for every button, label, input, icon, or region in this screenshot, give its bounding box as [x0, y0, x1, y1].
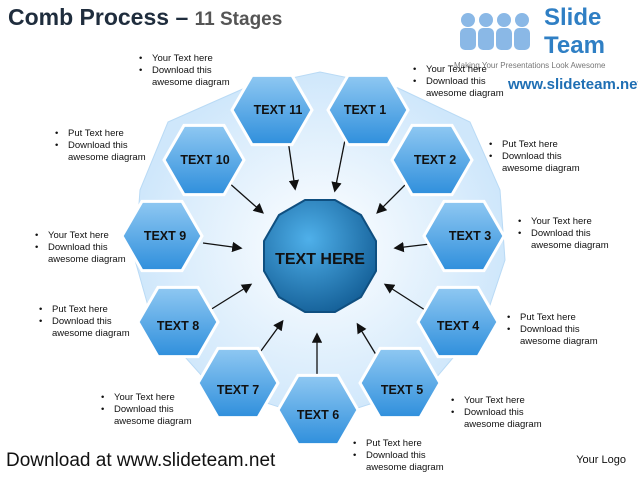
- arrow-text-5: [356, 322, 379, 359]
- logo-site-link[interactable]: www.slideteam.net: [508, 76, 638, 93]
- hexagon-label-text-3: TEXT 3: [449, 229, 491, 243]
- hexagon-label-text-10: TEXT 10: [180, 153, 229, 167]
- note-text9: Your Text here Download this awesome dia…: [34, 230, 126, 266]
- arrow-text-8: [209, 283, 253, 311]
- hexagon-label-text-4: TEXT 4: [437, 319, 479, 333]
- download-footer[interactable]: Download at www.slideteam.net: [6, 450, 276, 471]
- hexagon-text-10[interactable]: [162, 123, 246, 197]
- arrow-text-4: [383, 283, 426, 311]
- arrow-text-10: [227, 181, 264, 214]
- hexagon-label-text-7: TEXT 7: [217, 383, 259, 397]
- your-logo-placeholder: Your Logo: [576, 454, 626, 466]
- logo-tagline: Making Your Presentations Look Awesome: [454, 61, 606, 70]
- hexagon-text-2[interactable]: [390, 123, 474, 197]
- arrow-text-3: [393, 241, 431, 253]
- note-text3: Your Text here Download this awesome dia…: [517, 216, 609, 252]
- arrow-text-9: [202, 241, 243, 253]
- hexagon-text-5[interactable]: [358, 346, 442, 420]
- hexagon-label-text-2: TEXT 2: [414, 153, 456, 167]
- center-hub[interactable]: [263, 199, 377, 313]
- hexagon-text-8[interactable]: [136, 285, 220, 359]
- hexagon-label-text-6: TEXT 6: [297, 408, 339, 422]
- arrow-text-11: [287, 139, 300, 191]
- center-label: TEXT HERE: [275, 251, 365, 268]
- hexagon-text-1[interactable]: [326, 73, 410, 147]
- note-text10: Put Text here Download this awesome diag…: [54, 128, 146, 164]
- note-text8: Put Text here Download this awesome diag…: [38, 304, 130, 340]
- note-text6: Put Text here Download this awesome diag…: [352, 438, 444, 474]
- people-group-icon: [460, 13, 530, 50]
- hexagon-label-text-5: TEXT 5: [381, 383, 423, 397]
- note-top-right: Your Text here Download this awesome dia…: [412, 64, 504, 100]
- logo-slide-text: Slide: [544, 4, 602, 31]
- logo-team-text: Team: [544, 32, 605, 59]
- hexagon-text-7[interactable]: [196, 346, 280, 420]
- hexagon-text-4[interactable]: [416, 285, 500, 359]
- arrow-text-1: [331, 139, 346, 193]
- hexagon-label-text-9: TEXT 9: [144, 229, 186, 243]
- arrow-text-2: [376, 179, 411, 214]
- hexagon-text-11[interactable]: [230, 73, 314, 147]
- hexagon-label-text-8: TEXT 8: [157, 319, 199, 333]
- note-text7: Your Text here Download this awesome dia…: [100, 392, 192, 428]
- hexagon-text-3[interactable]: [422, 199, 506, 273]
- note-text4: Put Text here Download this awesome diag…: [506, 312, 598, 348]
- note-top-left: Your Text here Download this awesome dia…: [138, 53, 230, 89]
- note-text5: Your Text here Download this awesome dia…: [450, 395, 542, 431]
- hexagon-label-text-11: TEXT 11: [254, 103, 303, 117]
- note-text2: Put Text here Download this awesome diag…: [488, 139, 580, 175]
- slideteam-logo: Slide Team Making Your Presentations Loo…: [452, 2, 638, 96]
- hexagon-label-text-1: TEXT 1: [344, 103, 386, 117]
- hexagon-text-6[interactable]: [276, 373, 360, 447]
- page-title: Comb Process – 11 Stages: [8, 4, 283, 30]
- arrow-text-7: [257, 319, 284, 356]
